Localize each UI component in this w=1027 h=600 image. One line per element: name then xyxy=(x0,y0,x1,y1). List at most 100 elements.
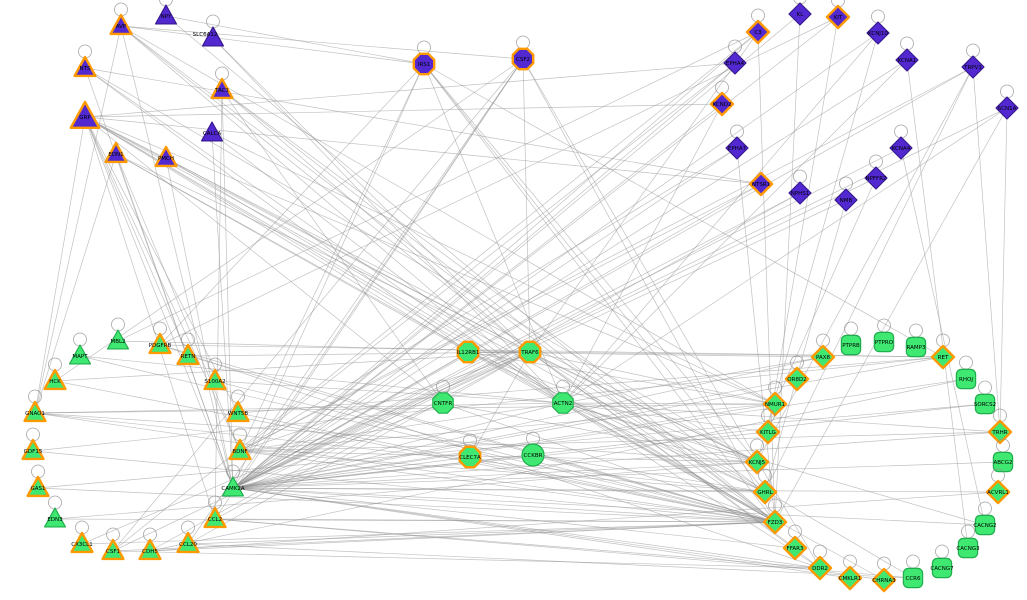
edge-CAMK2A-IL12RB1 xyxy=(232,351,469,489)
edge-CSF1-TRAF6 xyxy=(112,351,531,552)
edge-PDGFRB-DDR2 xyxy=(159,344,821,569)
edge-GRP-RETN xyxy=(84,116,189,357)
edge-GRP-WNT5B xyxy=(84,116,239,414)
node-EDN3[interactable]: EDN3 xyxy=(43,495,67,528)
node-KIT[interactable]: KIT xyxy=(825,0,851,30)
node-NTS[interactable]: NTS xyxy=(73,44,97,78)
edge-KCNA1-CACNG3 xyxy=(906,59,969,549)
self-loop xyxy=(111,317,125,332)
node-KL[interactable]: KL xyxy=(788,0,812,26)
ACVRL1-node-shape xyxy=(985,479,1011,505)
node-NPY[interactable]: NPY xyxy=(154,0,178,25)
node-ACVRL1[interactable]: ACVRL1 xyxy=(985,468,1011,505)
CAMK2A-node-shape xyxy=(221,476,245,497)
edge-SCN1A-FZD3 xyxy=(774,107,1008,523)
edge-EPHA7-FZD3 xyxy=(736,147,776,523)
node-EDN1[interactable]: EDN1 xyxy=(104,141,128,164)
edge-C3-TRAF6 xyxy=(529,31,759,353)
node-TRAF6[interactable]: TRAF6 xyxy=(518,340,542,364)
node-KCNA1[interactable]: KCNA1 xyxy=(895,36,919,72)
node-IL12RB1[interactable]: IL12RB1 xyxy=(456,340,480,364)
node-GNAO1[interactable]: GNAO1 xyxy=(23,389,47,423)
edge-CDH5-FZD3 xyxy=(149,521,776,552)
edge-CLEC7A-FZD3 xyxy=(469,456,776,523)
node-NMB[interactable]: NMB xyxy=(834,176,858,212)
node-CDH5[interactable]: CDH5 xyxy=(138,527,162,561)
node-CCR6[interactable]: CCR6 xyxy=(902,554,924,589)
self-loop xyxy=(978,380,992,395)
edge-NPFFR2-CAMK2A xyxy=(232,177,877,489)
node-CCKBR[interactable]: CCKBR xyxy=(521,431,545,467)
BDNF-node-shape xyxy=(228,438,252,461)
node-CLEC7A[interactable]: CLEC7A xyxy=(458,433,482,469)
CHRNA3-node-shape xyxy=(871,567,897,593)
NPFFR2-node-shape xyxy=(864,166,888,190)
HCK-node-shape xyxy=(43,368,67,391)
edge-CCKBR-FZD3 xyxy=(532,454,776,523)
CCL2-node-shape xyxy=(203,506,227,529)
node-PMCH[interactable]: PMCH xyxy=(154,145,178,168)
node-NPFFR2[interactable]: NPFFR2 xyxy=(864,154,888,190)
node-KCNJ10[interactable]: KCNJ10 xyxy=(866,9,890,45)
node-TRPV1[interactable]: TRPV1 xyxy=(961,43,985,79)
PTPRB-node-shape xyxy=(840,334,862,356)
self-loop xyxy=(978,501,992,516)
node-IRS1[interactable]: IRS1 xyxy=(412,40,436,76)
edge-HCK-TRAF6 xyxy=(54,351,531,382)
node-PTPRB[interactable]: PTPRB xyxy=(840,321,862,356)
EDN3-node-shape xyxy=(43,507,67,528)
node-RAMP3[interactable]: RAMP3 xyxy=(905,323,927,358)
self-loop xyxy=(909,323,923,338)
edge-CNTFR-KCNJ5 xyxy=(442,402,758,463)
EPHA7-node-shape xyxy=(725,136,749,160)
node-GDF15[interactable]: GDF15 xyxy=(21,427,45,461)
edge-GRP-IL12RB1 xyxy=(84,116,469,353)
edge-IRS1-KCNJ5 xyxy=(423,63,758,463)
node-CX3CL1[interactable]: CX3CL1 xyxy=(70,520,94,554)
edge-TRAF6-CCR6 xyxy=(529,351,914,579)
node-RET[interactable]: RET xyxy=(930,333,956,370)
self-loop xyxy=(844,321,858,336)
edge-KCND2-ACTN2 xyxy=(562,103,723,404)
node-SLC6A12[interactable]: SLC6A12 xyxy=(193,14,225,47)
TRHR-node-shape xyxy=(987,419,1013,445)
node-TRHR[interactable]: TRHR xyxy=(987,408,1013,445)
node-TAC1[interactable]: TAC1 xyxy=(210,66,234,100)
edge-GRP-GHRL xyxy=(84,116,766,493)
node-CCL20[interactable]: CCL20 xyxy=(176,520,200,554)
edge-CAMK2A-PAX8 xyxy=(232,356,824,489)
node-AVP[interactable]: AVP xyxy=(109,2,133,36)
node-CSF2[interactable]: CSF2 xyxy=(511,35,535,71)
CSF1-node-shape xyxy=(101,538,125,561)
node-KCNJ5[interactable]: KCNJ5 xyxy=(744,438,770,475)
edge-GAS1-FZD3 xyxy=(37,487,776,523)
edge-CSF2-DDR2 xyxy=(522,58,821,569)
node-KCNA4[interactable]: KCNA4 xyxy=(889,124,913,160)
edge-ACTN2-TRHR xyxy=(562,402,1001,433)
node-MAPT[interactable]: MAPT xyxy=(68,332,92,365)
node-CACNG7[interactable]: CACNG7 xyxy=(930,544,954,579)
KCNA1-node-shape xyxy=(895,48,919,72)
node-ABCG2[interactable]: ABCG2 xyxy=(992,438,1014,473)
node-EPHA7[interactable]: EPHA7 xyxy=(725,124,749,160)
edge-KCNA1-CAMK2A xyxy=(232,59,908,489)
KCND2-node-shape xyxy=(709,91,735,117)
node-PAX8[interactable]: PAX8 xyxy=(810,333,836,370)
edge-NTSR1-BDNF xyxy=(239,183,762,452)
node-CHRNA3[interactable]: CHRNA3 xyxy=(871,556,897,593)
CALCA-node-shape xyxy=(200,121,224,142)
PAX8-node-shape xyxy=(810,344,836,370)
node-MBL2[interactable]: MBL2 xyxy=(106,317,130,350)
node-SCN1A[interactable]: SCN1A xyxy=(995,84,1019,120)
node-SORCS2[interactable]: SORCS2 xyxy=(974,380,996,415)
node-PDGFRB[interactable]: PDGFRB xyxy=(148,321,172,355)
NTS-node-shape xyxy=(73,55,97,78)
node-GRP[interactable]: GRP xyxy=(69,100,101,130)
node-CACNG2[interactable]: CACNG2 xyxy=(973,501,997,536)
node-CALCA[interactable]: CALCA xyxy=(200,121,224,142)
NTSR1-node-shape xyxy=(748,171,774,197)
node-GAS1[interactable]: GAS1 xyxy=(26,464,50,498)
edge-RETN-FZD3 xyxy=(187,355,776,523)
node-RHOJ[interactable]: RHOJ xyxy=(955,355,977,390)
